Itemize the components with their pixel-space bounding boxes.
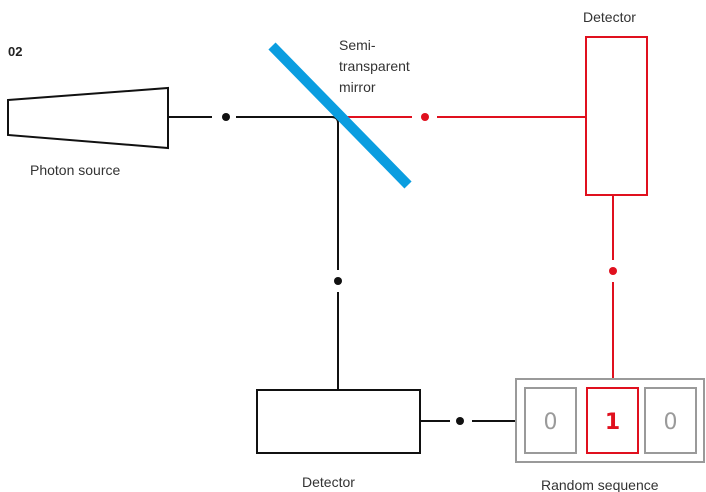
detector-bottom-label: Detector bbox=[302, 474, 355, 490]
photon-dot-source bbox=[222, 113, 230, 121]
detector-bottom-box bbox=[256, 389, 421, 454]
sequence-digit-3: 0 bbox=[664, 410, 678, 435]
mirror-label-line2: transparent bbox=[339, 58, 410, 74]
detector-top-label: Detector bbox=[583, 9, 636, 25]
sequence-cell-2 bbox=[586, 387, 639, 454]
sequence-digit-2: 1 bbox=[605, 410, 620, 435]
figure-number: 02 bbox=[8, 44, 22, 59]
mirror-label-line3: mirror bbox=[339, 79, 376, 95]
mirror-label-line1: Semi- bbox=[339, 37, 376, 53]
photon-dot-transmitted bbox=[421, 113, 429, 121]
semi-transparent-mirror bbox=[268, 42, 412, 189]
photon-source-label: Photon source bbox=[30, 162, 120, 178]
detector-top-box bbox=[585, 36, 648, 196]
photon-source-shape bbox=[7, 86, 169, 150]
photon-dot-detector-bottom bbox=[456, 417, 464, 425]
sequence-digit-1: 0 bbox=[544, 410, 558, 435]
photon-dot-detector-top bbox=[609, 267, 617, 275]
photon-dot-reflected bbox=[334, 277, 342, 285]
sequence-cell-3 bbox=[644, 387, 697, 454]
sequence-cell-1 bbox=[524, 387, 577, 454]
random-sequence-label: Random sequence bbox=[541, 477, 659, 492]
